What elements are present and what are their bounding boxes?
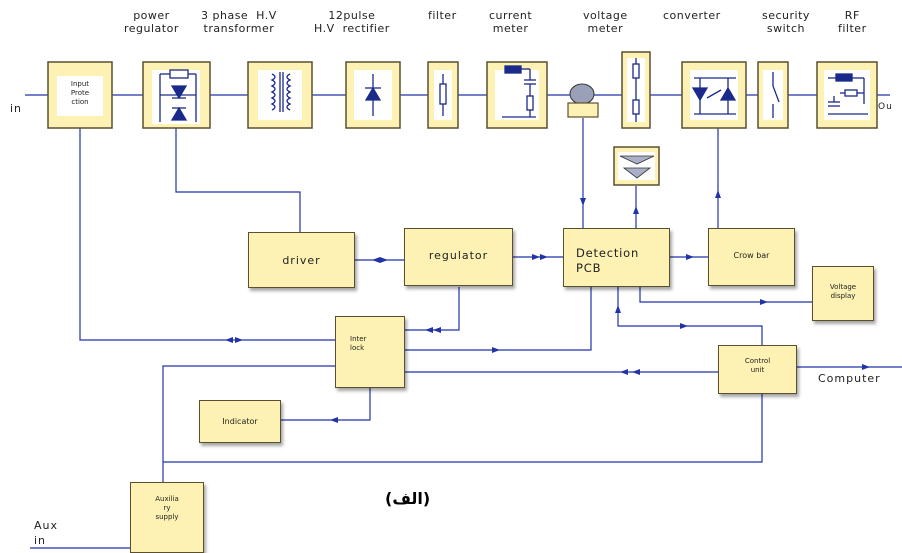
indicator-box: Indicator	[199, 400, 281, 443]
arrow	[532, 254, 540, 260]
current-sensor-ring	[569, 83, 595, 105]
arrow	[492, 347, 500, 353]
converter-diode-icon	[691, 87, 709, 102]
coil-icon	[270, 73, 276, 111]
interlock-box: Inter lock	[335, 316, 405, 388]
diode-icon	[364, 86, 382, 101]
arrow	[620, 369, 628, 375]
detection-interlock-line	[405, 287, 592, 351]
arrow	[433, 327, 441, 333]
arrow	[632, 369, 640, 375]
arrowheads	[225, 190, 870, 423]
arrow	[760, 299, 768, 305]
rectifier-label: 12pulse H.V rectifier	[314, 9, 390, 35]
arrow	[680, 323, 688, 329]
arrow	[686, 254, 694, 260]
coil-icon	[286, 73, 292, 111]
arrow	[615, 305, 621, 313]
power-regulator-label: power regulator	[124, 9, 179, 35]
filter-panel	[434, 70, 452, 120]
power-chain	[47, 51, 878, 129]
arrow	[330, 417, 338, 423]
crow-bar-label: Crow bar	[733, 251, 770, 260]
driver-label: driver	[282, 254, 321, 267]
arrow	[862, 364, 870, 370]
arrow	[425, 327, 433, 333]
security-switch-label: security switch	[762, 9, 810, 35]
filter-label: filter	[428, 9, 457, 22]
computer-label: Computer	[818, 372, 881, 385]
interlock-indicator-line	[281, 388, 371, 421]
arrow	[580, 198, 586, 206]
control-unit-label: Control unit	[744, 357, 771, 374]
voltage-display-label: Voltage display	[829, 283, 857, 300]
driver-box: driver	[248, 232, 355, 288]
arrow	[372, 257, 380, 263]
control-aux-line	[163, 394, 763, 463]
arrow	[380, 257, 388, 263]
voltage-sensor-icon	[619, 155, 655, 179]
figure-caption: (الف)	[385, 489, 431, 508]
thyristor-icon	[170, 106, 188, 121]
thyristor-icon	[170, 85, 188, 100]
detection-pcb-label: Detection PCB	[576, 246, 640, 275]
arrow	[540, 254, 548, 260]
inductor-icon	[835, 73, 853, 82]
crow-bar-box: Crow bar	[708, 228, 795, 286]
input-label: in	[10, 102, 23, 115]
voltage-display-box: Voltage display	[812, 266, 874, 321]
converter-diode-icon	[719, 86, 737, 101]
aux-input-label: Aux in	[34, 519, 59, 547]
regulator-box: regulator	[404, 228, 513, 286]
voltage-meter-label: voltage meter	[583, 9, 628, 35]
schematic-symbols	[159, 58, 868, 122]
arrow	[235, 337, 243, 343]
resistor-icon	[632, 99, 640, 115]
transformer-label: 3 phase H.V transformer	[201, 9, 277, 35]
rf-filter-label: RF filter	[838, 9, 867, 35]
driver-to-regulator-line	[175, 128, 301, 232]
arrow	[225, 337, 233, 343]
resistor-icon	[632, 63, 640, 79]
detection-display-line	[639, 287, 812, 303]
input-protection-label: Input Prote ction	[70, 80, 90, 106]
detection-pcb-box: Detection PCB	[563, 228, 670, 287]
protection-to-interlock-line	[79, 128, 335, 341]
output-label: Ou	[878, 102, 893, 112]
indicator-label: Indicator	[222, 417, 258, 426]
auxiliary-supply-box: Auxilia ry supply	[130, 482, 204, 553]
interlock-label: Inter lock	[350, 335, 367, 352]
current-meter-label: current meter	[489, 9, 533, 35]
aux-interlock-line	[162, 365, 335, 482]
regulator-label: regulator	[428, 249, 489, 262]
current-meter-panel	[495, 70, 539, 120]
arrow	[633, 206, 639, 214]
control-unit-box: Control unit	[718, 345, 797, 394]
security-switch-panel	[763, 70, 783, 120]
auxiliary-supply-label: Auxilia ry supply	[155, 495, 179, 521]
arrow	[715, 190, 721, 198]
input-protection-panel	[57, 76, 103, 116]
regulator-interlock-line	[405, 287, 460, 331]
current-sensor-base	[567, 102, 599, 118]
shunt-icon	[504, 65, 522, 74]
converter-label: converter	[663, 9, 721, 22]
